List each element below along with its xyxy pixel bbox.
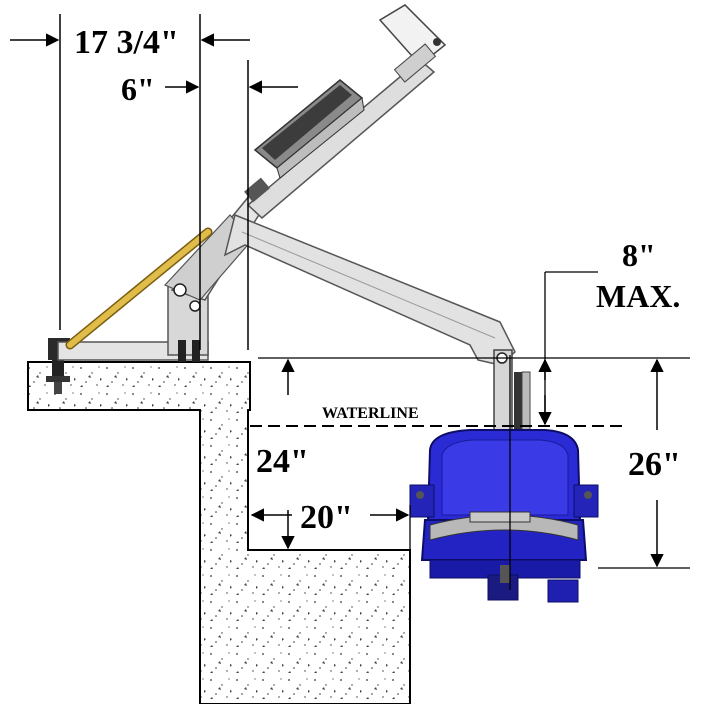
dim-seat-drop-label: 26"	[628, 446, 681, 483]
dim-max-word: MAX.	[596, 278, 680, 314]
dim-depth-label: 24"	[256, 443, 309, 480]
battery-box	[253, 79, 365, 179]
boom-arm	[223, 213, 516, 366]
dim-wall-gap-label: 20"	[300, 499, 353, 536]
dim-max-value: 8"	[622, 237, 656, 273]
dim-wall-gap: 20"	[250, 499, 411, 550]
dim-reach-label: 17 3/4"	[74, 24, 179, 61]
lift-seat	[409, 429, 599, 603]
dim-depth: 24"	[256, 358, 309, 550]
dim-reach: 17 3/4"	[10, 14, 250, 350]
dim-offset-label: 6"	[121, 71, 155, 107]
dim-max: 8" MAX.	[538, 237, 680, 426]
waterline-label: WATERLINE	[322, 405, 419, 422]
dim-offset: 6"	[121, 60, 298, 350]
dim-seat-drop: 26"	[598, 358, 690, 569]
seat-hanger	[493, 349, 531, 431]
